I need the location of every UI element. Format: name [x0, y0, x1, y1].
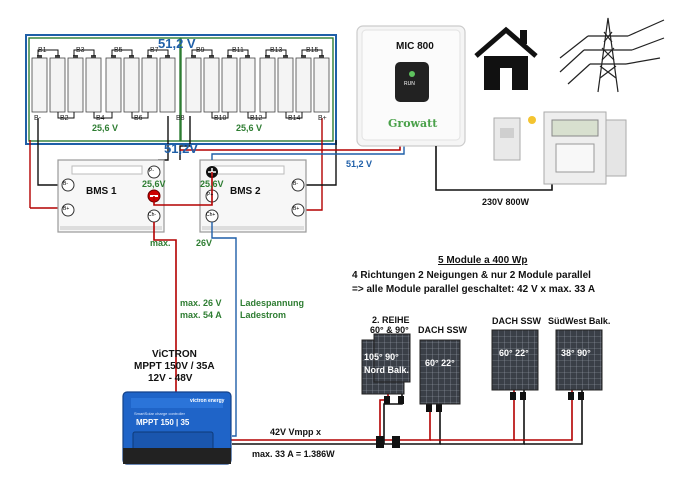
pv-vmpp-label: 42V Vmpp x: [270, 427, 322, 437]
cell-label-b1: B1: [38, 47, 47, 54]
left-half-voltage: 25,6 V: [92, 123, 119, 133]
electricity-meter-icon: [493, 111, 627, 185]
inverter-brand: Growatt: [388, 117, 438, 130]
bms1-terminal-bminus: B-: [63, 181, 68, 187]
cell-label-b9: B9: [196, 47, 205, 54]
bms2-voltage: 25,6V: [200, 179, 224, 189]
dc-link-label: 51,2 V: [346, 159, 373, 169]
inverter-name: MIC 800: [396, 41, 434, 52]
cell-label-b15: B15: [306, 47, 319, 54]
group1-panel-text-1: 105° 90°: [364, 352, 399, 362]
group1-label-1: 2. REIHE: [372, 315, 410, 325]
cell-label-b14: B14: [288, 115, 301, 122]
group2-panel-text: 60° 22°: [425, 358, 455, 368]
cell-label-b13: B13: [270, 47, 283, 54]
pv-max-label: max. 33 A = 1.386W: [252, 449, 335, 459]
bms1-terminal-chminus: Ch-: [148, 212, 157, 218]
bms2-terminal-pplus: P+: [207, 192, 214, 198]
bms2-terminal-bplus: B+: [293, 206, 300, 212]
cell-label-b6: B6: [134, 115, 143, 122]
battery-bms-wiring: [29, 116, 337, 211]
modules-title: 5 Module a 400 Wp: [438, 255, 528, 266]
ladestrom-label: Ladestrom: [240, 310, 287, 320]
pv-connectors: [376, 392, 584, 448]
bms-interlink: [153, 172, 213, 206]
cell-label-b2: B2: [60, 115, 69, 122]
charge-max-label: max.: [150, 238, 171, 248]
charge-max-current: max. 54 A: [180, 310, 222, 320]
ac-link-label: 230V 800W: [482, 197, 530, 207]
power-pylon-icon: [559, 17, 665, 93]
house-icon: [474, 26, 538, 90]
cell-label-b3: B3: [76, 47, 85, 54]
ac-wire: [435, 146, 553, 191]
bms-terminals: [61, 165, 305, 223]
bms1-label: BMS 1: [86, 186, 117, 197]
cell-label-bminus: B-: [34, 115, 41, 122]
victron-name: ViCTRON: [152, 349, 197, 360]
modules-description-2: => alle Module parallel geschaltet: 42 V…: [352, 284, 596, 295]
group3-label: DACH SSW: [492, 316, 541, 326]
victron-device-sub: SmartSolar charge controller: [134, 411, 185, 416]
victron-model: MPPT 150V / 35A: [134, 361, 215, 372]
cell-label-b4: B4: [96, 115, 105, 122]
bms1-terminal-pminus: P-: [149, 168, 154, 174]
battery-left-half: [28, 37, 181, 142]
battery-cells: [31, 55, 330, 113]
victron-voltage-range: 12V - 48V: [148, 373, 193, 384]
battery-right-half: [180, 37, 334, 142]
bms1-box: [57, 159, 165, 233]
battery-total-voltage: 51,2 V: [158, 36, 196, 51]
inverter-icon: [356, 25, 466, 147]
charge-max-voltage: max. 26 V: [180, 298, 222, 308]
inverter-led-label: RUN: [404, 81, 415, 87]
group2-label: DACH SSW: [418, 325, 467, 335]
cell-label-b5: B5: [114, 47, 123, 54]
right-half-voltage: 25,6 V: [236, 123, 263, 133]
group4-label: SüdWest Balk.: [548, 316, 611, 326]
victron-mppt-device: [122, 391, 232, 465]
victron-brand: victron energy: [190, 398, 225, 404]
victron-device-title: MPPT 150 | 35: [136, 418, 190, 427]
dc-link-minus: [211, 142, 405, 160]
modules-description-1: 4 Richtungen 2 Neigungen & nur 2 Module …: [352, 270, 591, 281]
cell-label-b10: B10: [214, 115, 227, 122]
cell-label-bplus: B+: [318, 115, 327, 122]
group1-label-2: 60° & 90°: [370, 325, 409, 335]
cell-label-b11: B11: [232, 47, 244, 54]
solar-panel-icon: [361, 329, 603, 405]
cell-label-b7: B7: [150, 47, 159, 54]
charge-wire-blue: [211, 222, 237, 437]
bms2-label: BMS 2: [230, 186, 261, 197]
group3-panel-text: 60° 22°: [499, 348, 529, 358]
cell-label-b12: B12: [250, 115, 263, 122]
cell-label-b8: B8: [176, 115, 185, 122]
bms2-terminal-bminus: B-: [293, 181, 298, 187]
group1-panel-text-2: Nord Balk.: [364, 365, 410, 375]
ladespannung-label: Ladespannung: [240, 298, 305, 308]
battery-mid-voltage: 51,2V: [164, 141, 198, 156]
cell-links: [37, 49, 323, 119]
group4-panel-text: 38° 90°: [561, 348, 591, 358]
charge-26v-label: 26V: [196, 238, 213, 248]
bms2-terminal-chplus: Ch+: [206, 212, 216, 218]
bms1-terminal-bplus: B+: [63, 206, 70, 212]
bms1-voltage: 25,6V: [142, 179, 166, 189]
